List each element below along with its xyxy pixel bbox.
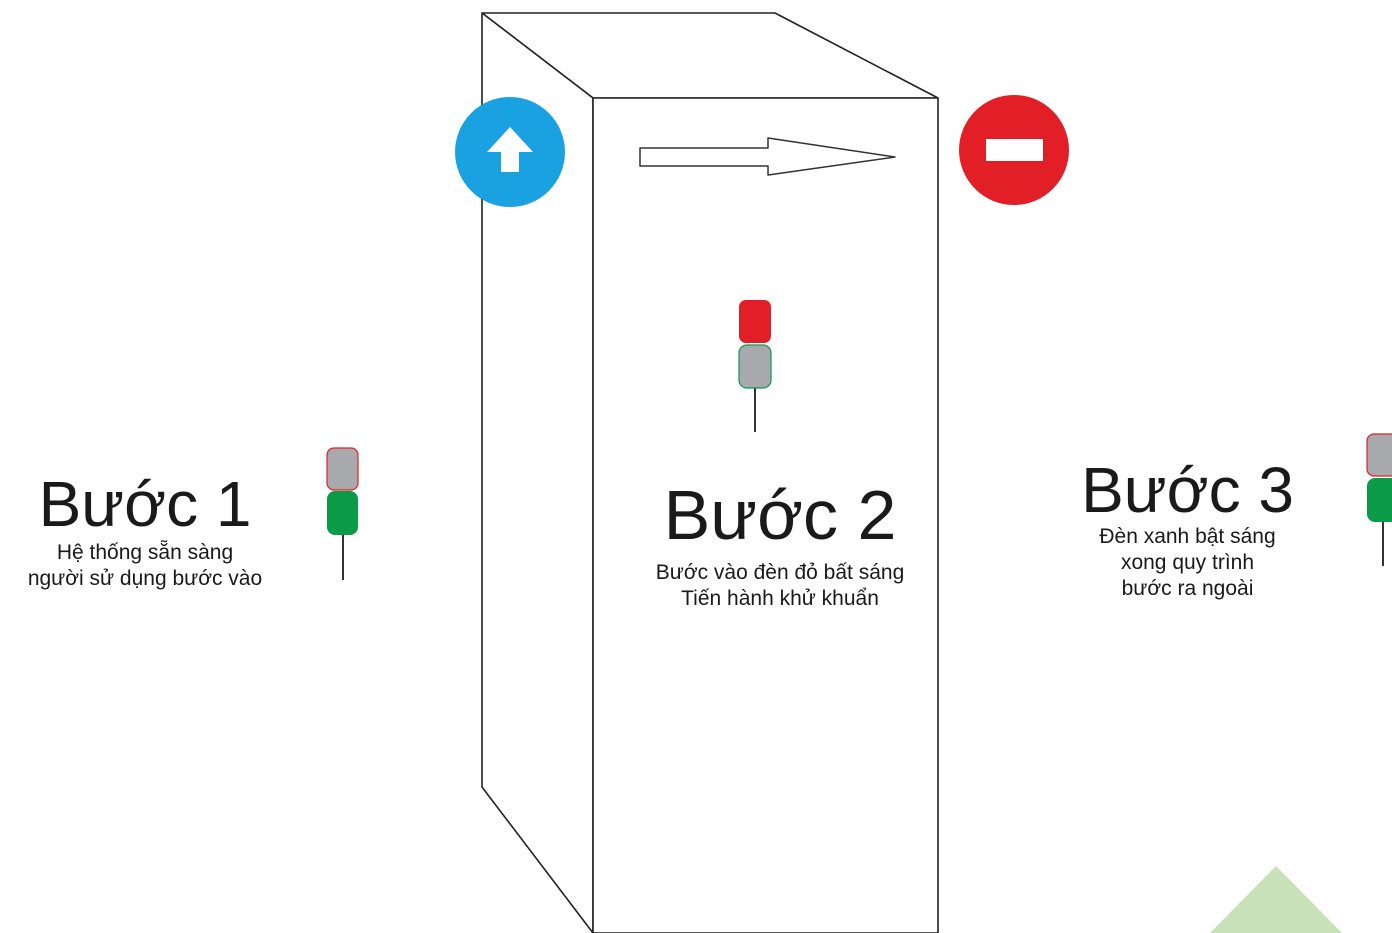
step-1-title: Bước 1 — [38, 468, 252, 540]
disinfection-booth — [481, 12, 939, 933]
signal-lamp-top — [1366, 433, 1392, 477]
arrow-up-icon — [455, 97, 565, 207]
background-decoration — [1210, 866, 1342, 933]
step-3-desc-line-2: xong quy trình — [1120, 551, 1255, 574]
signal-lamp-top — [739, 300, 771, 343]
no-entry-icon — [959, 95, 1069, 205]
signal-lamp-bottom — [1367, 478, 1392, 522]
booth-front-face — [592, 97, 939, 933]
step-2-desc-line-1: Bước vào đèn đỏ bất sáng — [655, 561, 905, 584]
step-3-caption: Bước 3 Đèn xanh bật sáng xong quy trình … — [1055, 458, 1320, 602]
arrow-right-icon — [639, 137, 896, 176]
watermark-triangle — [1210, 866, 1342, 933]
step-1-desc-line-1: Hệ thống sẵn sàng — [56, 541, 234, 564]
booth-side-face — [481, 12, 594, 933]
step-3-desc-line-3: bước ra ngoài — [1121, 577, 1254, 600]
step-2-title: Bước 2 — [663, 476, 897, 554]
signal-lamp-bottom — [327, 491, 358, 535]
signal-light-step-3 — [1366, 433, 1392, 566]
step-3-title: Bước 3 — [1081, 454, 1294, 526]
signal-light-step-2 — [738, 300, 772, 432]
signal-lamp-bottom — [738, 344, 772, 389]
step-2-desc-line-2: Tiến hành khử khuẩn — [681, 587, 879, 610]
step-1-desc-line-2: người sử dụng bước vào — [27, 567, 263, 590]
step-2-caption: Bước 2 Bước vào đèn đỏ bất sáng Tiến hàn… — [620, 480, 940, 612]
step-1-caption: Bước 1 Hệ thống sẵn sàng người sử dụng b… — [0, 472, 290, 592]
step-3-desc-line-1: Đèn xanh bật sáng — [1099, 525, 1276, 548]
signal-lamp-top — [326, 447, 359, 491]
signal-light-step-1 — [326, 447, 359, 580]
